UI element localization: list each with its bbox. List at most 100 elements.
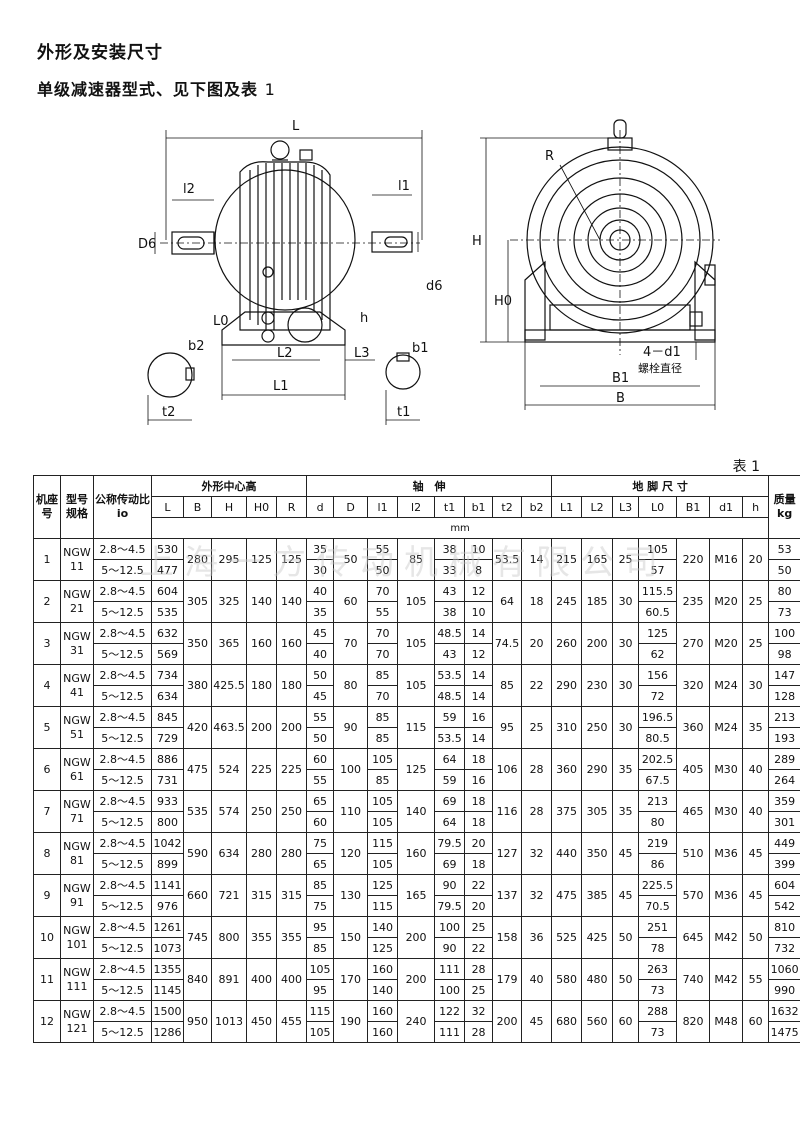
table-cell: 80: [333, 664, 369, 707]
table-cell: 100: [434, 979, 466, 1001]
table-cell: 240: [397, 1000, 436, 1043]
svg-text:l2: l2: [183, 182, 195, 197]
table-cell: 53.5: [434, 727, 466, 749]
table-cell: 105: [367, 853, 399, 875]
table-cell: 33: [434, 559, 466, 581]
column-header: h: [742, 496, 770, 518]
table-cell: 60.5: [638, 601, 678, 623]
table-cell: M16: [709, 538, 744, 581]
seat-number: 8: [33, 832, 61, 875]
table-cell: 85: [306, 937, 335, 959]
table-cell: M20: [709, 580, 744, 623]
table-cell: 35: [612, 790, 640, 833]
table-cell: 16: [464, 769, 494, 791]
table-cell: 128: [768, 685, 800, 707]
column-header: L1: [551, 496, 583, 518]
table-cell: 48.5: [434, 622, 466, 644]
table-cell: 193: [768, 727, 800, 749]
table-cell: 305: [183, 580, 212, 623]
column-header: b2: [521, 496, 553, 518]
table-cell: 264: [768, 769, 800, 791]
table-cell: 43: [434, 580, 466, 602]
table-cell: 12: [464, 580, 494, 602]
table-cell: 40: [742, 790, 770, 833]
table-cell: 110: [333, 790, 369, 833]
column-header: R: [275, 496, 308, 518]
table-cell: 310: [551, 706, 583, 749]
table-cell: 127: [492, 832, 523, 875]
table-cell: 111: [434, 1021, 466, 1043]
table-cell: 106: [492, 748, 523, 791]
table-cell: 260: [551, 622, 583, 665]
table-cell: 25: [521, 706, 553, 749]
table-cell: 100: [768, 622, 800, 644]
table-caption: 表 1: [732, 459, 760, 475]
table-cell: 115: [367, 895, 399, 917]
svg-text:H: H: [472, 234, 482, 249]
table-cell: M30: [709, 790, 744, 833]
table-cell: 250: [275, 790, 308, 833]
svg-text:L: L: [292, 119, 300, 134]
table-cell: 355: [275, 916, 308, 959]
shaft-section-views: [147, 352, 421, 425]
table-cell: M24: [709, 706, 744, 749]
model-name: NGW 101: [60, 916, 94, 959]
ratio-cell: 5～12.5: [93, 685, 152, 707]
table-cell: 90: [434, 874, 466, 896]
table-cell: 25: [742, 622, 770, 665]
column-header: l2: [397, 496, 436, 518]
table-cell: 745: [183, 916, 212, 959]
table-cell: 634: [211, 832, 247, 875]
table-cell: 105: [367, 748, 399, 770]
table-cell: 250: [246, 790, 277, 833]
table-cell: 219: [638, 832, 678, 854]
table-cell: 60: [306, 811, 335, 833]
reducer-drawing: L l2 l1 D6 d6 L0 h L2 L3 L1 b2 t2 b1 t1 …: [138, 119, 720, 425]
table-cell: 160: [275, 622, 308, 665]
table-cell: 59: [434, 706, 466, 728]
table-cell: 660: [183, 874, 212, 917]
table-cell: 202.5: [638, 748, 678, 770]
table-cell: 105: [397, 580, 436, 623]
table-cell: 116: [492, 790, 523, 833]
table-cell: 574: [211, 790, 247, 833]
table-cell: 800: [211, 916, 247, 959]
table-cell: 22: [464, 937, 494, 959]
table-cell: 105: [306, 958, 335, 980]
table-cell: 350: [183, 622, 212, 665]
table-cell: 74.5: [492, 622, 523, 665]
table-cell: 147: [768, 664, 800, 686]
table-cell: 60: [742, 1000, 770, 1043]
table-cell: 125: [275, 538, 308, 581]
svg-text:h: h: [360, 311, 368, 326]
ratio-cell: 5～12.5: [93, 1021, 152, 1043]
table-cell: 365: [211, 622, 247, 665]
table-cell: 73: [638, 979, 678, 1001]
table-cell: 45: [306, 685, 335, 707]
table-cell: 50: [612, 958, 640, 1001]
table-cell: M36: [709, 874, 744, 917]
table-cell: 350: [581, 832, 614, 875]
table-cell: 35: [306, 538, 335, 560]
table-cell: 14: [464, 622, 494, 644]
table-cell: 98: [768, 643, 800, 665]
dimension-labels: L l2 l1 D6 d6 L0 h L2 L3 L1 b2 t2 b1 t1 …: [138, 119, 682, 420]
ratio-cell: 5～12.5: [93, 979, 152, 1001]
table-cell: 50: [333, 538, 369, 581]
svg-text:L1: L1: [273, 379, 289, 394]
table-cell: 30: [742, 664, 770, 707]
table-cell: 220: [676, 538, 711, 581]
table-cell: 85: [397, 538, 436, 581]
table-cell: 305: [581, 790, 614, 833]
table-cell: 14: [464, 664, 494, 686]
table-cell: 40: [521, 958, 553, 1001]
table-cell: 634: [151, 685, 184, 707]
table-cell: 569: [151, 643, 184, 665]
